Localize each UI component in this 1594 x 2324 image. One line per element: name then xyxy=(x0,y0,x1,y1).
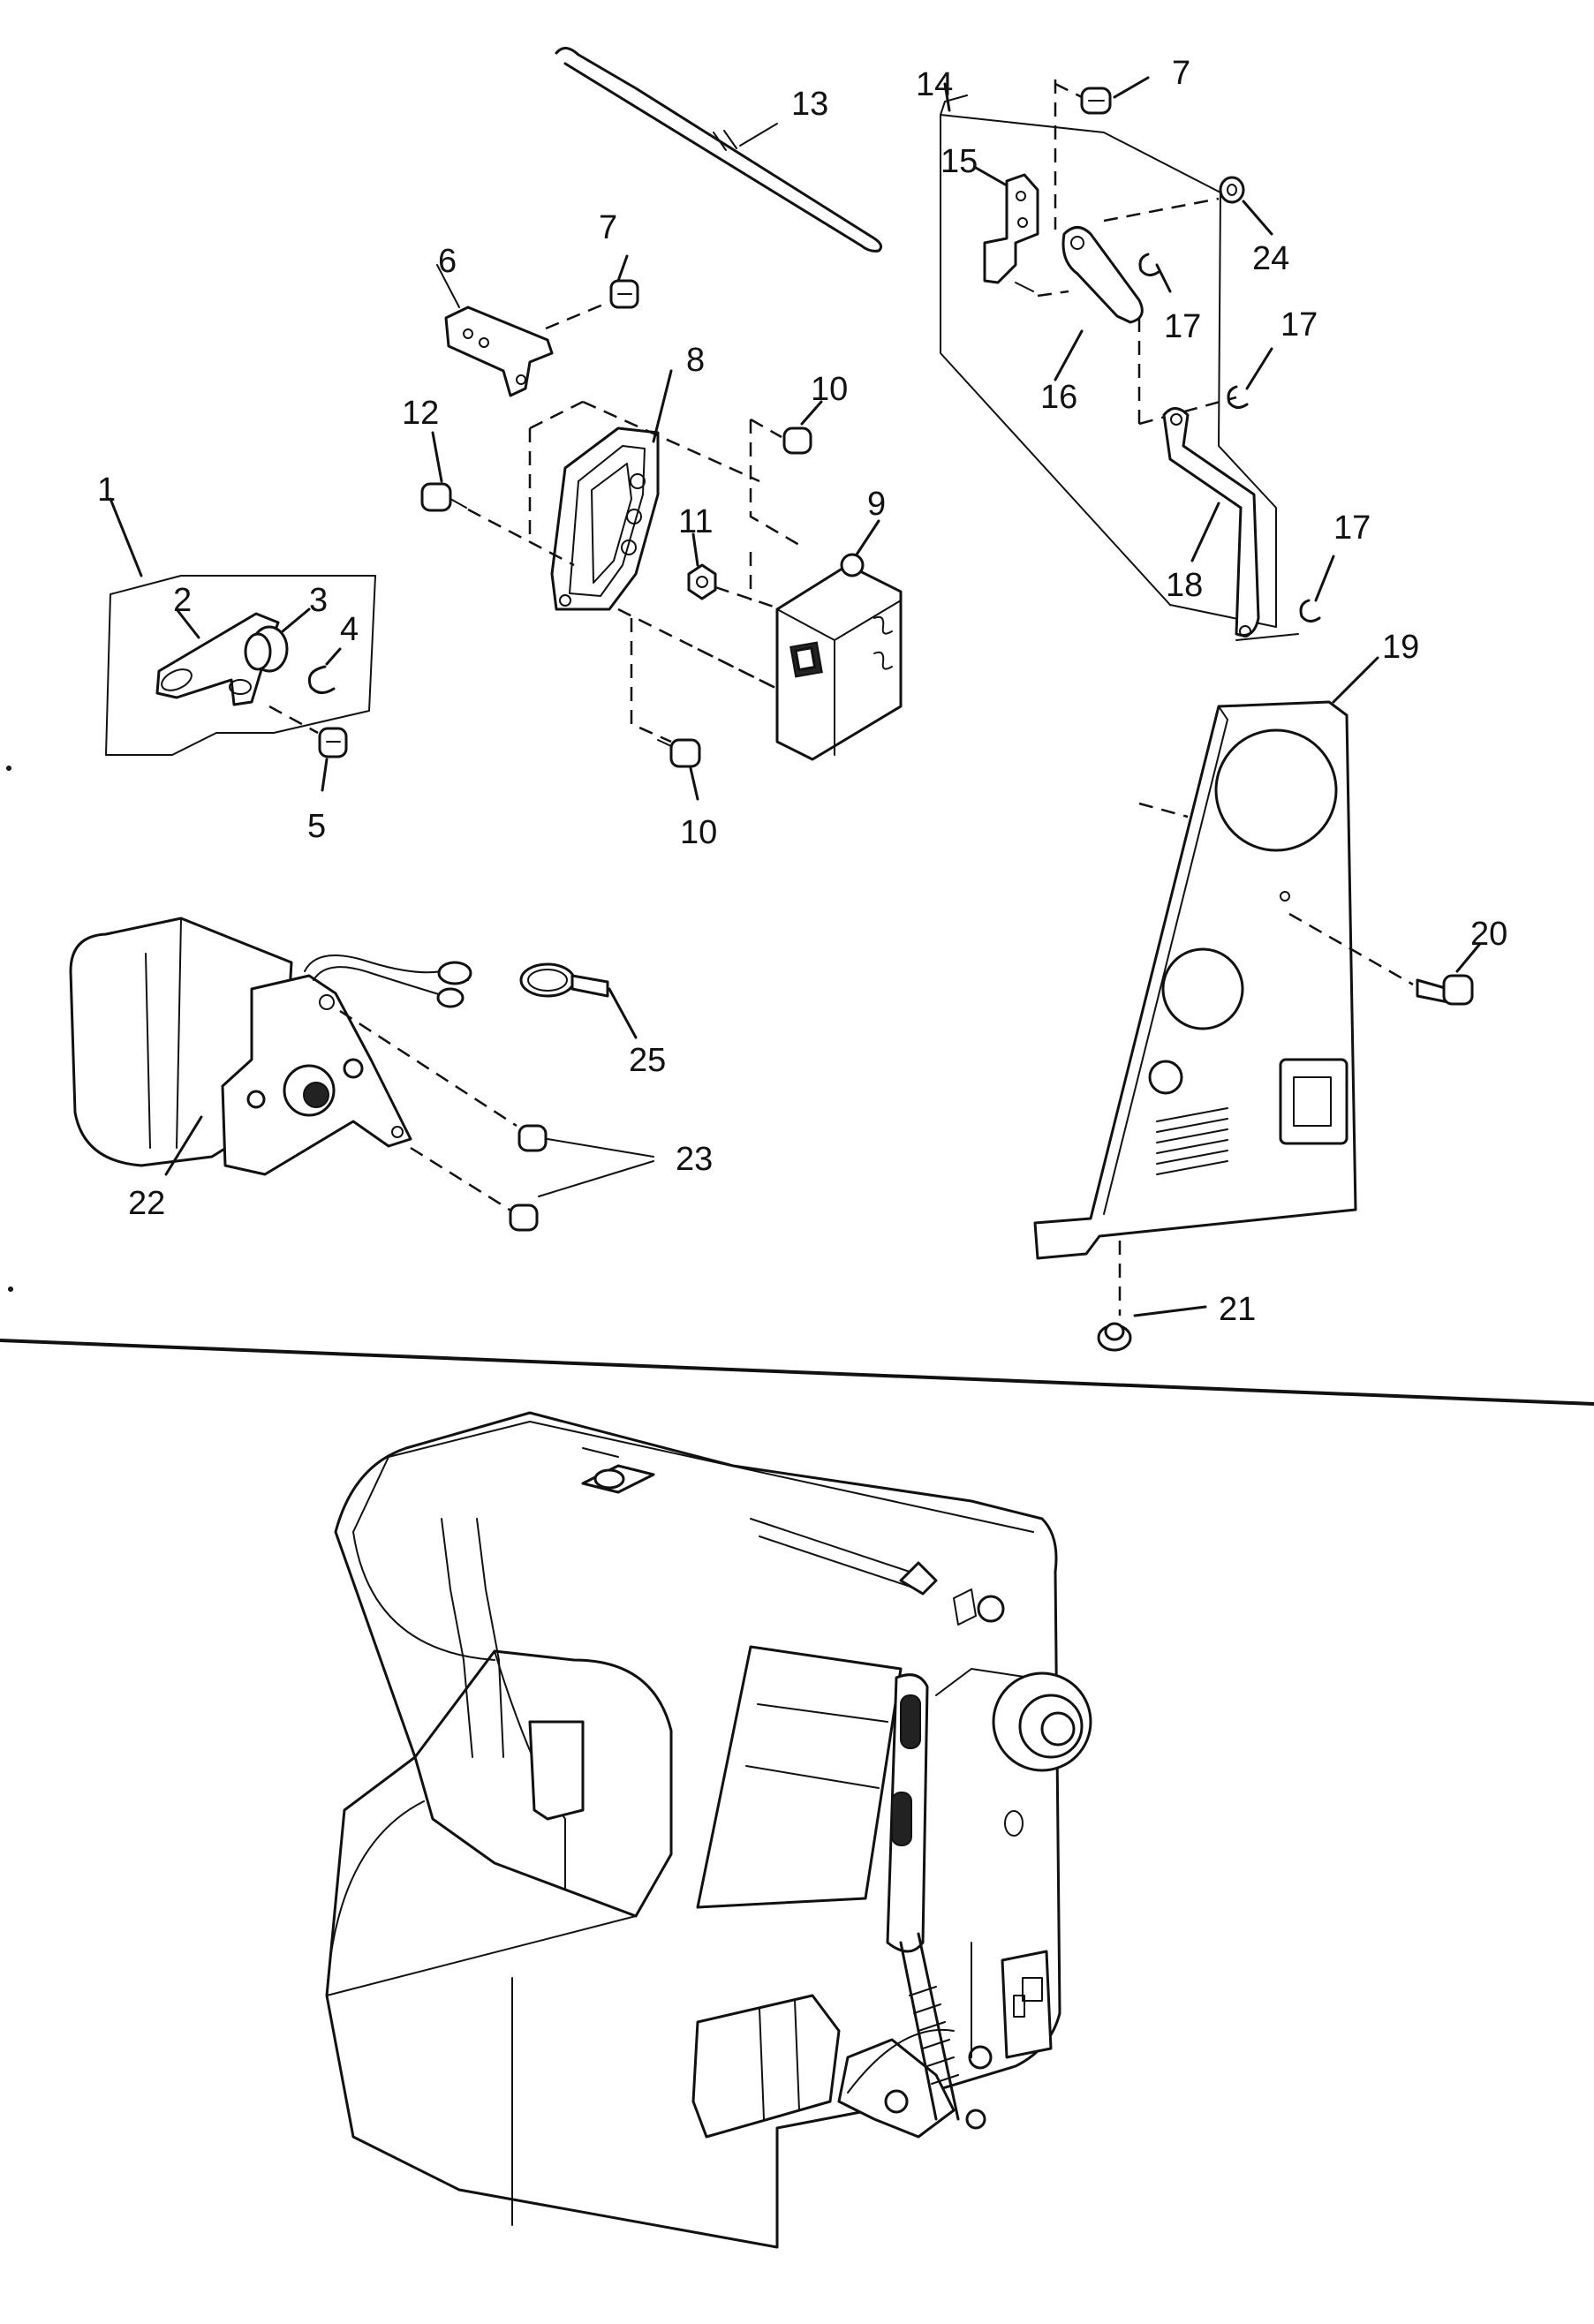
part-17-ring-b xyxy=(1137,318,1273,426)
section-divider xyxy=(0,1339,1594,1406)
part-10-screw-upper xyxy=(749,400,823,549)
callout-17-b: 17 xyxy=(1280,306,1318,343)
callout-12: 12 xyxy=(402,395,439,432)
callout-11: 11 xyxy=(678,503,713,540)
vent-slots xyxy=(1156,1107,1228,1175)
part-24-washer xyxy=(1103,176,1273,236)
callout-9: 9 xyxy=(867,486,886,523)
part-20-screw xyxy=(1288,912,1481,1006)
part-21-screw xyxy=(1097,1241,1207,1352)
part-8-switch-frame xyxy=(528,369,778,690)
callout-7-middle: 7 xyxy=(599,209,617,246)
callout-10-upper: 10 xyxy=(811,371,848,408)
callout-8: 8 xyxy=(686,342,705,379)
callout-13: 13 xyxy=(791,86,828,123)
callout-21: 21 xyxy=(1219,1291,1256,1328)
callout-22: 22 xyxy=(128,1185,165,1222)
part-25-belt xyxy=(519,962,638,1039)
callout-6: 6 xyxy=(438,243,457,280)
part-12-screw xyxy=(420,431,575,567)
part-6-bracket xyxy=(436,264,554,397)
part-10-screw-lower xyxy=(630,618,701,801)
part-11-nut xyxy=(687,532,796,615)
part-4-e-ring xyxy=(307,647,342,694)
callout-14: 14 xyxy=(916,66,953,103)
part-7-screw-top xyxy=(1054,76,1150,230)
sewing-machine-overview xyxy=(325,1411,1092,2249)
callout-19: 19 xyxy=(1382,629,1419,666)
callout-17-c: 17 xyxy=(1333,509,1371,547)
callout-20: 20 xyxy=(1470,916,1507,953)
part-14-group xyxy=(940,82,1277,628)
part-7-screw-middle xyxy=(545,254,639,330)
part-13-rod xyxy=(555,47,883,253)
part-23-screws xyxy=(339,1009,654,1232)
callout-25: 25 xyxy=(629,1042,666,1079)
callout-2: 2 xyxy=(173,582,192,619)
callout-16: 16 xyxy=(1040,379,1077,416)
part-3-shaft xyxy=(244,607,311,673)
callout-18: 18 xyxy=(1166,567,1203,604)
callout-10-lower: 10 xyxy=(680,814,717,851)
callout-15: 15 xyxy=(941,143,978,180)
part-16-link xyxy=(1037,226,1144,381)
part-15-plate xyxy=(974,166,1039,292)
part-17-ring-a xyxy=(1138,253,1172,293)
callout-23: 23 xyxy=(676,1141,713,1178)
callout-17-a: 17 xyxy=(1164,308,1201,345)
part-9-switch-box xyxy=(697,519,903,761)
part-22-motor xyxy=(69,917,472,1176)
callout-7-top: 7 xyxy=(1172,55,1190,92)
callout-4: 4 xyxy=(340,611,359,648)
part-1-group xyxy=(105,497,376,756)
callout-5: 5 xyxy=(307,808,326,845)
callout-24: 24 xyxy=(1252,240,1289,277)
callout-1: 1 xyxy=(97,472,116,509)
callout-labels: 13 14 7 15 24 17 17 16 7 6 8 10 12 11 9 … xyxy=(97,55,1507,1328)
part-17-ring-c xyxy=(1299,555,1335,622)
part-19-side-panel xyxy=(1033,656,1379,1260)
part-5-screw xyxy=(268,705,348,792)
part-2-lever xyxy=(155,607,280,706)
callout-3: 3 xyxy=(309,582,328,619)
part-18-arm xyxy=(1162,407,1299,641)
